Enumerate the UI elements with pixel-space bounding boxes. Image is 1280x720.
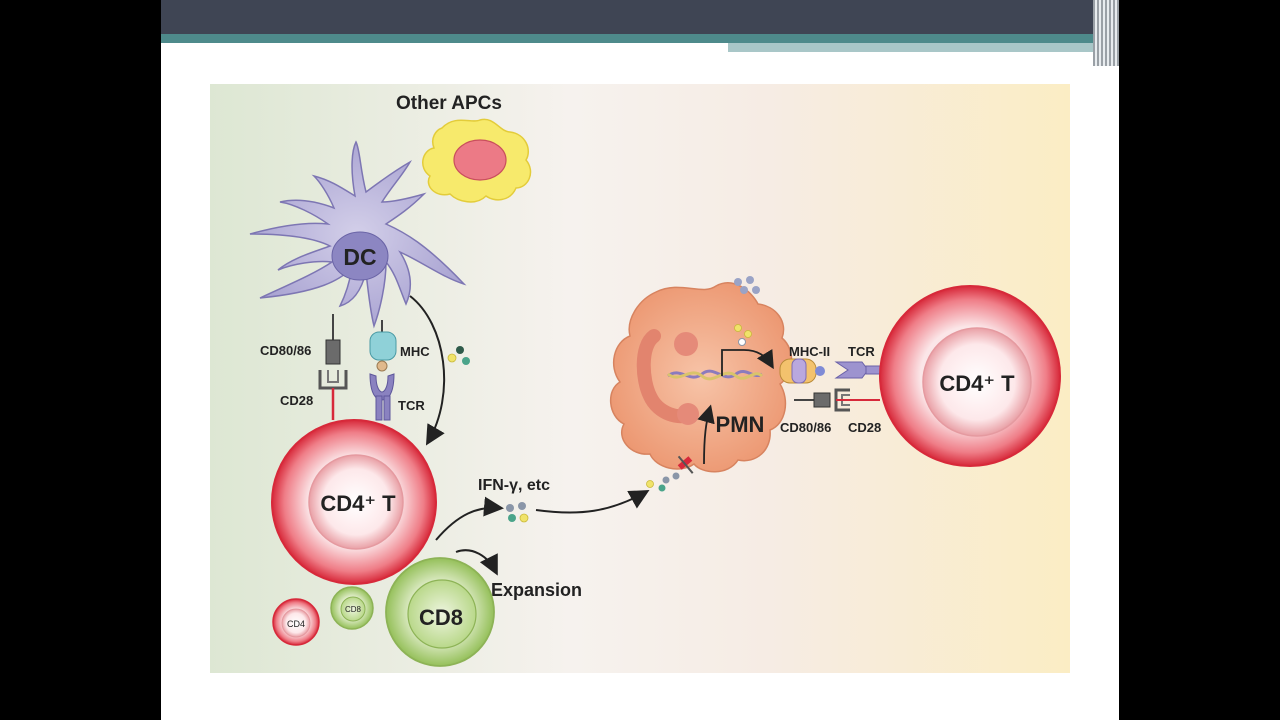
other-apcs-label: Other APCs xyxy=(396,93,502,114)
tcr-label-right: TCR xyxy=(848,344,875,359)
cd8-large-label: CD8 xyxy=(419,605,463,630)
mhc-molecule xyxy=(369,320,397,372)
cd80-86-ligand-left xyxy=(325,314,341,365)
cytokine-dots-dc xyxy=(447,346,470,365)
cd4-t-label-right: CD4⁺ T xyxy=(939,371,1015,396)
mhc-ii-molecule xyxy=(779,358,825,384)
cd28-receptor-right xyxy=(834,388,880,412)
slide-stripe-decoration xyxy=(1093,0,1119,66)
cytokine-dots-pmn xyxy=(646,472,680,492)
cd80-86-ligand-right xyxy=(794,392,831,408)
cd4-t-label-main: CD4⁺ T xyxy=(320,491,396,516)
ifn-arrow-start xyxy=(435,496,504,541)
cd80-86-label-left: CD80/86 xyxy=(260,343,311,358)
cd8-small-cell xyxy=(330,586,374,630)
pmn-vesicle-dots xyxy=(734,276,760,346)
cd4-t-cell-right xyxy=(879,285,1061,467)
dendritic-cell xyxy=(249,140,467,329)
ifn-receptor-pmn xyxy=(677,455,694,474)
slide-accent-bar-secondary xyxy=(728,43,1119,52)
tcr-label-left: TCR xyxy=(398,398,425,413)
cd80-86-label-right: CD80/86 xyxy=(780,420,831,435)
immune-interaction-diagram: Other APCs DC CD80/86 CD28 MHC TCR xyxy=(210,84,1070,673)
ifn-to-pmn-arrow xyxy=(535,490,650,514)
mhc-label: MHC xyxy=(400,344,430,359)
dc-to-tcell-arrow xyxy=(409,295,446,446)
pmn-cell xyxy=(610,282,793,473)
tcr-receptor-right xyxy=(834,361,881,379)
expansion-label: Expansion xyxy=(491,580,582,600)
pmn-label: PMN xyxy=(716,412,765,437)
expansion-arrow xyxy=(455,549,498,576)
receptor-signal-arrow xyxy=(697,404,715,465)
other-apc-cell xyxy=(422,118,532,203)
cd8-small-label: CD8 xyxy=(345,605,362,614)
dc-label: DC xyxy=(343,244,376,270)
cd4-small-cell xyxy=(272,598,320,646)
cd28-label-left: CD28 xyxy=(280,393,313,408)
mhc-ii-label: MHC-II xyxy=(789,344,830,359)
ifn-label: IFN-γ, etc xyxy=(478,477,550,494)
tcr-receptor-left xyxy=(369,373,395,421)
ifn-cytokine-dots xyxy=(506,502,529,523)
cd4-small-label: CD4 xyxy=(287,619,305,629)
cd8-large-cell xyxy=(385,557,495,667)
gene-to-mhc-arrow xyxy=(721,349,774,376)
slide-header-bar xyxy=(161,0,1119,34)
cd4-t-cell-main xyxy=(271,419,437,585)
cd28-label-right: CD28 xyxy=(848,420,881,435)
slide-accent-bar xyxy=(161,34,1119,43)
cd28-receptor-left xyxy=(318,370,348,420)
